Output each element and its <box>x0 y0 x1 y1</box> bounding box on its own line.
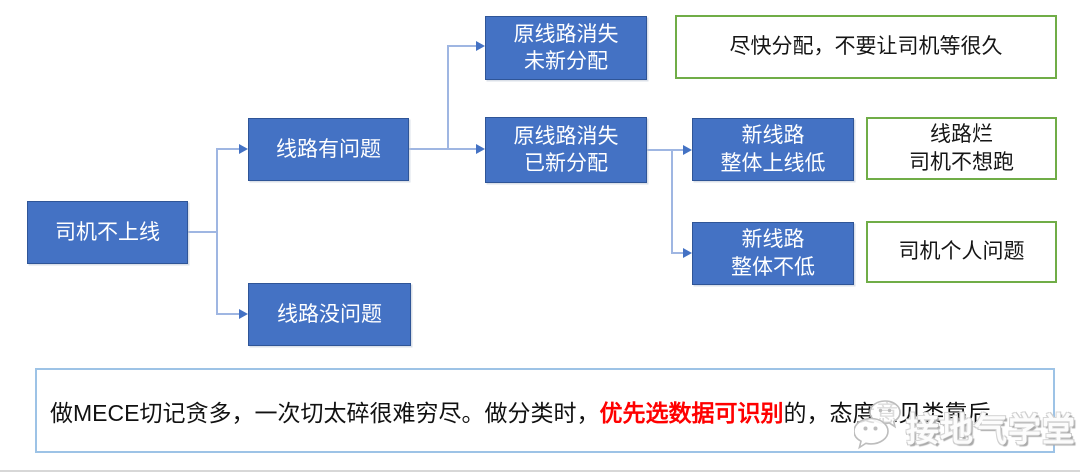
connector-line <box>671 149 685 151</box>
connector-line <box>409 148 449 150</box>
arrow-icon <box>239 144 248 154</box>
connector-line <box>671 252 685 254</box>
connector-line <box>188 231 218 233</box>
wechat-icon <box>853 397 904 456</box>
node-new-route-low-online: 新线路 整体上线低 <box>692 118 854 181</box>
node-new-route-not-low: 新线路 整体不低 <box>692 222 854 285</box>
watermark-text: 接地气学堂 <box>906 410 1076 448</box>
note-part1: 做MECE切记贪多，一次切太碎很难穷尽。做分类时， <box>50 399 600 426</box>
bottom-divider <box>0 470 1080 472</box>
connector-line <box>671 149 673 254</box>
watermark: 接地气学堂 <box>853 397 1076 456</box>
arrow-icon <box>476 41 485 51</box>
connector-line <box>216 148 240 150</box>
connector-line <box>447 45 449 150</box>
node-route-no-problem: 线路没问题 <box>248 283 411 346</box>
arrow-icon <box>476 144 485 154</box>
arrow-icon <box>683 145 692 155</box>
node-route-has-problem: 线路有问题 <box>248 118 409 181</box>
note-highlight: 优先选数据可识别 <box>599 399 784 426</box>
connector-line <box>447 148 477 150</box>
leaf-bad-route: 线路烂 司机不想跑 <box>866 117 1057 180</box>
node-driver-offline: 司机不上线 <box>27 201 188 264</box>
connector-line <box>216 148 218 315</box>
connector-line <box>447 45 477 47</box>
leaf-driver-personal-issue: 司机个人问题 <box>866 221 1057 283</box>
arrow-icon <box>683 248 692 258</box>
connector-line <box>647 149 673 151</box>
connector-line <box>216 313 240 315</box>
node-route-gone-reassigned: 原线路消失 已新分配 <box>485 117 647 183</box>
node-route-gone-unassigned: 原线路消失 未新分配 <box>485 16 647 80</box>
leaf-assign-quickly: 尽快分配，不要让司机等很久 <box>675 15 1057 79</box>
arrow-icon <box>239 309 248 319</box>
note-text: 做MECE切记贪多，一次切太碎很难穷尽。做分类时，优先选数据可识别的，态度意见类… <box>50 394 990 428</box>
